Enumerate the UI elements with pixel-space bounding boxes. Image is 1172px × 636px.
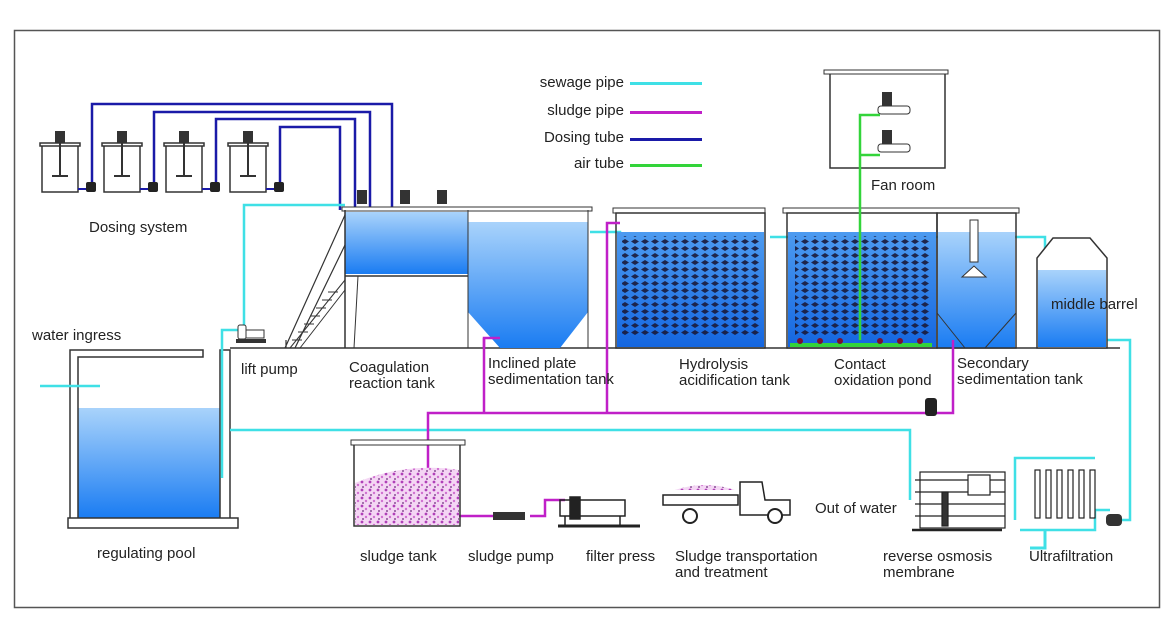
filter-press-icon	[558, 496, 640, 528]
label-sludge-pump: sludge pump	[468, 548, 554, 565]
sludge-tank	[350, 439, 466, 527]
sludge-pump-machine-icon	[493, 512, 525, 520]
secondary-sedimentation-tank	[936, 212, 1017, 349]
legend-label-air: air tube	[573, 155, 624, 172]
legend-swatch-air	[630, 164, 702, 167]
label-coagulation-2: reaction tank	[349, 375, 435, 392]
dosing-system	[39, 102, 394, 210]
outer-frame	[13, 29, 1161, 609]
legend-swatch-dosing	[630, 138, 702, 141]
label-hydrolysis-2: acidification tank	[679, 372, 790, 389]
label-filter-press: filter press	[586, 548, 656, 565]
fan-room	[823, 69, 949, 340]
agitator-icon	[357, 190, 447, 204]
lift-pump-icon	[236, 324, 266, 343]
label-secondary-2: sedimentation tank	[957, 371, 1083, 388]
label-coagulation-1: Coagulation	[349, 359, 430, 376]
label-middle-barrel: middle barrel	[1051, 296, 1138, 313]
label-sludge-tank: sludge tank	[360, 548, 437, 565]
label-contact-1: Contact	[834, 356, 886, 373]
label-regulating-pool: regulating pool	[97, 545, 196, 562]
label-lift-pump: lift pump	[241, 361, 298, 378]
sludge-pump-icon	[925, 398, 937, 416]
label-secondary-1: Secondary	[957, 355, 1029, 372]
reverse-osmosis-icon	[912, 471, 1006, 532]
label-inclined-2: sedimentation tank	[488, 371, 614, 388]
label-water-ingress: water ingress	[32, 327, 122, 344]
label-ro-1: reverse osmosis	[883, 548, 993, 565]
legend-swatch-sewage	[630, 82, 702, 85]
blower-icon	[877, 92, 911, 153]
label-out-of-water: Out of water	[815, 500, 897, 517]
label-hydrolysis-1: Hydrolysis	[679, 356, 749, 373]
mixer-icon	[52, 131, 256, 177]
legend-swatch-sludge	[630, 111, 702, 114]
label-ultrafiltration: Ultrafiltration	[1029, 548, 1114, 565]
contact-oxidation-pond	[782, 207, 1020, 349]
label-dosing-system: Dosing system	[89, 219, 188, 236]
regulating-pool	[40, 349, 239, 529]
label-contact-2: oxidation pond	[834, 372, 932, 389]
middle-barrel	[1036, 237, 1108, 349]
label-transport-2: and treatment	[675, 564, 768, 581]
legend-label-sludge: sludge pipe	[547, 102, 624, 119]
label-transport-1: Sludge transportation	[675, 548, 818, 565]
ultrafiltration-icon	[1013, 456, 1122, 550]
truck-icon	[662, 481, 791, 524]
dosing-pump-icon	[78, 182, 284, 192]
label-fan-room: Fan room	[871, 177, 936, 194]
inclined-plate-tank	[467, 210, 589, 348]
label-inclined-1: Inclined plate	[488, 355, 577, 372]
hydrolysis-tank	[612, 207, 766, 349]
legend-label-dosing: Dosing tube	[543, 129, 624, 146]
coagulation-tank	[284, 190, 593, 349]
label-ro-2: membrane	[883, 564, 955, 581]
legend-label-sewage: sewage pipe	[539, 74, 624, 91]
